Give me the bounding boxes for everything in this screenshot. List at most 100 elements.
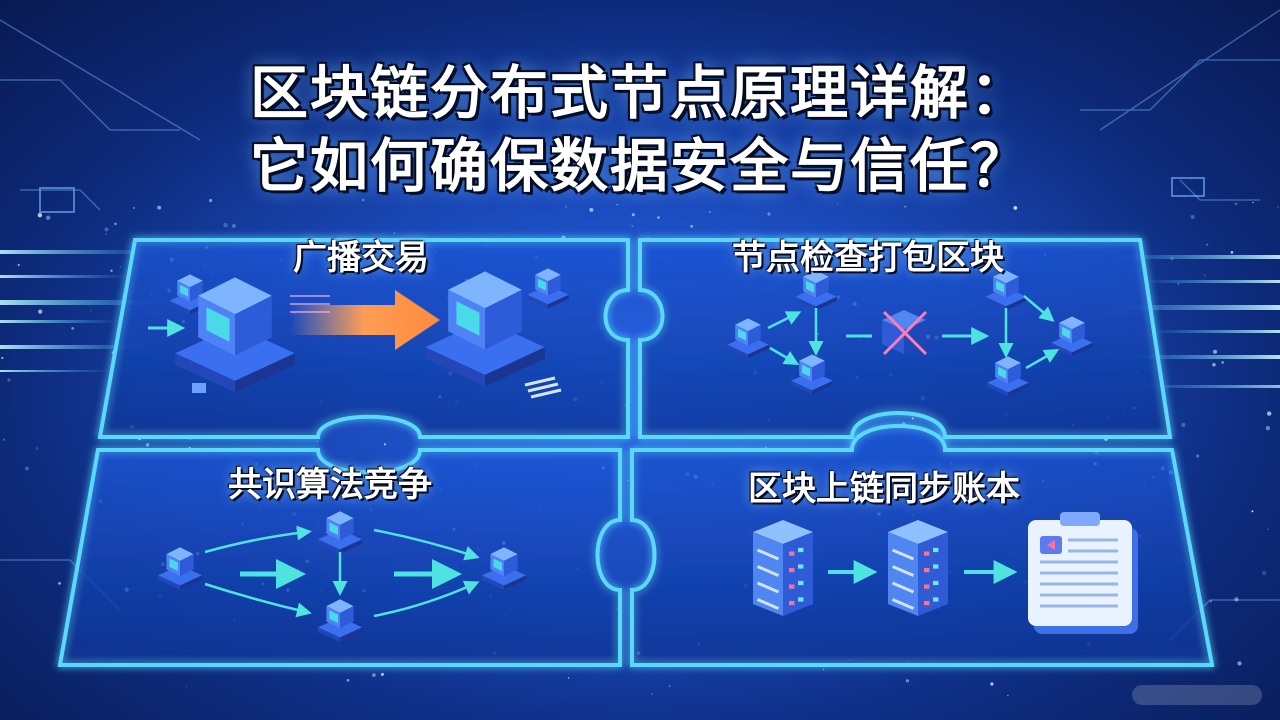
flow-arrow [373, 528, 480, 561]
sparkle-dot [657, 216, 660, 219]
sparkle-dot [1212, 362, 1216, 367]
sparkle-dot [1196, 454, 1200, 458]
sparkle-dot [765, 446, 767, 448]
sparkle-dot [589, 207, 594, 212]
sparkle-dot [58, 582, 61, 585]
sparkle-dot [1212, 349, 1218, 354]
sparkle-dot [1230, 251, 1234, 254]
data-line [524, 376, 556, 387]
sparkle-dot [1251, 510, 1254, 513]
quadrant-label-chain: 区块上链同步账本 [748, 469, 1020, 509]
sparkle-dot [393, 232, 395, 234]
ledger-document-icon [1028, 512, 1138, 634]
sparkle-dot [1234, 597, 1239, 602]
sparkle-dot [17, 263, 20, 267]
sparkle-dot [157, 205, 162, 210]
decor-square [39, 187, 75, 213]
chip-icon [192, 383, 206, 393]
sparkle-dot [1237, 661, 1242, 666]
quadrant-label-broadcast: 广播交易 [293, 238, 429, 278]
sparkle-dot [361, 198, 365, 202]
page-title-line2: 它如何确保数据安全与信任？ [249, 132, 1030, 200]
sparkle-dot [346, 678, 350, 682]
sparkle-dot [1252, 201, 1254, 204]
sparkle-dot [1261, 570, 1267, 576]
sparkle-dot [37, 212, 43, 218]
sparkle-dot [1265, 426, 1270, 431]
sparkle-dot [132, 207, 135, 209]
light-beams-left [0, 250, 170, 372]
flow-arrow [1025, 349, 1060, 370]
sparkle-dot [316, 440, 319, 443]
flow-arrow [769, 346, 800, 366]
sparkle-dot [185, 685, 188, 687]
computer-node-icon [985, 270, 1027, 311]
sparkle-dot [651, 693, 653, 695]
sparkle-dot [567, 677, 570, 679]
sparkle-dot [1221, 361, 1224, 364]
computer-node-icon [791, 354, 833, 395]
computer-node-icon-small [527, 268, 569, 309]
sparkle-dot [90, 310, 92, 312]
sparkle-dot [1, 356, 4, 359]
sparkle-dot [1258, 331, 1260, 333]
sparkle-dot [631, 213, 635, 217]
sparkle-dot [690, 224, 693, 228]
watermark-icon [1132, 685, 1262, 705]
consensus-illustration [157, 511, 527, 642]
sparkle-dot [223, 222, 228, 228]
sparkle-dot [1234, 202, 1238, 206]
computer-node-icon [727, 318, 769, 359]
sparkle-dot [616, 203, 618, 206]
sparkle-dot [209, 198, 213, 203]
sparkle-dot [1203, 274, 1206, 277]
data-line [530, 388, 562, 399]
sparkle-dot [119, 266, 121, 268]
sparkle-dot [767, 212, 771, 216]
server-stack-icon [753, 520, 813, 616]
sparkle-dot [71, 326, 75, 330]
sparkle-dot [1177, 283, 1180, 285]
sparkle-dot [114, 222, 117, 226]
sparkle-dot [708, 210, 711, 214]
sparkle-dot [837, 203, 839, 205]
sparkle-dot [1181, 422, 1186, 428]
sparkle-dot [1170, 256, 1174, 261]
computer-node-icon [317, 511, 363, 554]
decor-square [1171, 177, 1205, 197]
sparkle-dot [145, 443, 150, 447]
sparkle-dot [1209, 600, 1213, 603]
sparkle-dot [105, 233, 107, 236]
sparkle-dot [911, 417, 914, 420]
sparkle-dot [990, 682, 994, 686]
page-title-line1: 区块链分布式节点原理详解： [249, 59, 1030, 127]
flow-arrow [204, 582, 312, 618]
computer-node-icon-sender [175, 277, 295, 393]
broadcast-illustration [148, 268, 569, 399]
server-stack-icon [888, 520, 948, 616]
sparkle-dot [1277, 206, 1279, 208]
sparkle-dot [38, 309, 43, 314]
data-line [527, 382, 559, 393]
sparkle-dot [1007, 694, 1009, 697]
sparkle-dot [24, 466, 29, 471]
computer-node-icon [1051, 316, 1093, 357]
sparkle-dot [627, 479, 629, 482]
computer-node-icon [987, 356, 1029, 397]
sparkle-dot [231, 223, 237, 229]
sparkle-dot [905, 679, 910, 683]
flow-arrow [767, 311, 802, 330]
sparkle-dot [668, 685, 671, 688]
computer-node-icon [157, 547, 203, 590]
sparkle-dot [1190, 214, 1195, 219]
computer-node-icon [481, 547, 527, 590]
sparkle-dot [1266, 411, 1272, 416]
sparkle-dot [1013, 206, 1018, 210]
computer-node-icon [317, 599, 363, 642]
verify-illustration [727, 270, 1093, 397]
sparkle-dot [565, 206, 567, 208]
sparkle-dot [1206, 243, 1209, 246]
computer-node-icon [795, 270, 837, 311]
sparkle-dot [104, 227, 109, 232]
